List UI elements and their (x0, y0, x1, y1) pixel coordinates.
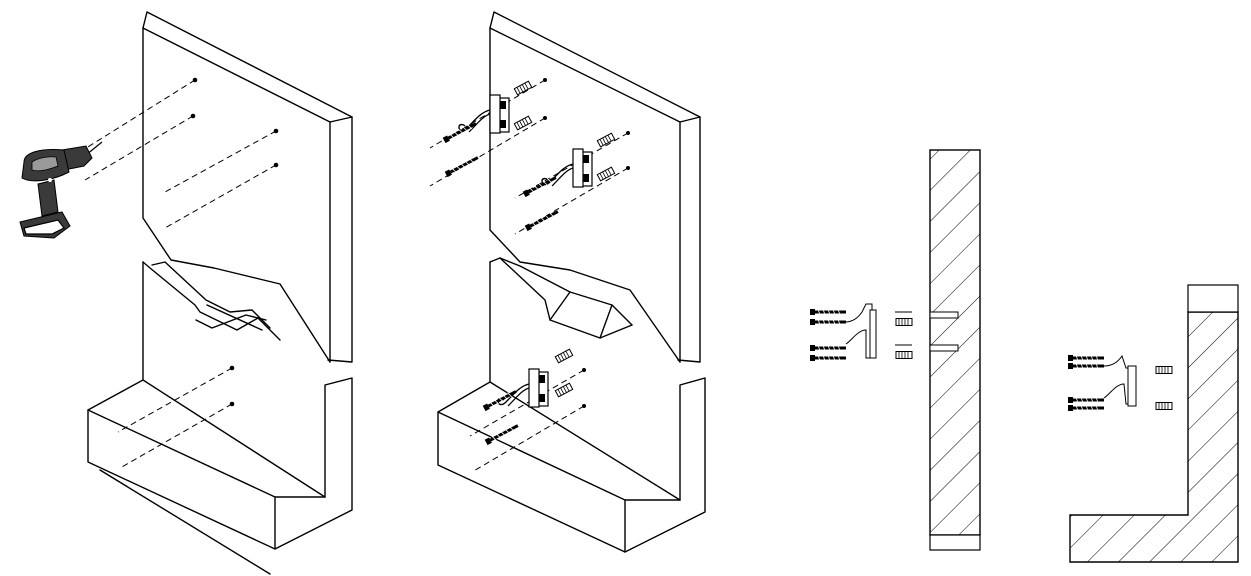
exploded-parts-wall (808, 303, 913, 363)
wall-anchor-icon (895, 318, 913, 326)
drill-holes-step (19, 11, 353, 575)
screw-icon (523, 207, 561, 233)
wall-slab-upper-2 (489, 11, 701, 363)
screw-icon (808, 343, 848, 353)
bracket-set-1 (441, 78, 547, 179)
wall-slab-upper (142, 11, 353, 363)
screw-icon (481, 387, 519, 413)
screw-icon (808, 307, 848, 317)
mount-guide-lines (429, 79, 629, 473)
wall-anchor-icon (596, 132, 616, 148)
wall-break-lines (142, 261, 281, 341)
corner-cross-section (1066, 284, 1239, 563)
wall-anchor-icon (554, 348, 574, 364)
wall-anchor-icon (1155, 366, 1173, 374)
wall-anchor-icon (513, 115, 533, 131)
wall-break-lines-2 (489, 257, 633, 339)
screw-icon (1066, 361, 1106, 371)
screw-icon (1066, 395, 1106, 405)
bracket-set-3 (481, 348, 586, 447)
screw-icon (1066, 353, 1106, 363)
screw-icon (443, 153, 481, 179)
screw-icon (808, 353, 848, 363)
wall-anchor-icon (596, 166, 616, 182)
wall-lower-with-floor-2 (437, 261, 706, 553)
bracket-set-2 (521, 131, 630, 233)
wall-anchor-icon (895, 351, 913, 359)
drill-guide-lines (82, 79, 277, 469)
cordless-drill-icon (19, 141, 103, 239)
screw-icon (1066, 403, 1106, 413)
mount-brackets-step (429, 11, 706, 553)
screw-icon (808, 317, 848, 327)
wall-lower-with-floor (87, 261, 353, 575)
drilled-holes (190, 77, 279, 407)
wall-bracket-icon (497, 368, 549, 408)
exploded-parts-corner (1066, 353, 1173, 413)
wall-anchor-icon (1155, 402, 1173, 410)
wall-cross-section (808, 149, 981, 551)
